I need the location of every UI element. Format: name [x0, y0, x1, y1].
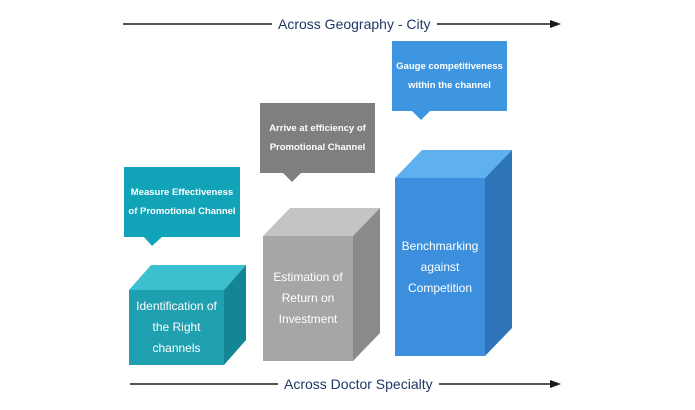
block-text-benchmarking: Benchmarking against Competition — [401, 238, 479, 295]
callout-arrive-efficiency — [260, 103, 375, 182]
callout-text-measure-effectiveness: Measure Effectiveness of Promotional Cha… — [128, 187, 236, 217]
block-text-identification: Identification of the Right channels — [136, 299, 217, 355]
block-identification-side — [224, 265, 246, 365]
block-estimation-side — [353, 208, 380, 361]
callout-gauge-competitiveness — [392, 41, 507, 120]
block-benchmarking-top — [395, 150, 512, 178]
callout-text-arrive-efficiency: Arrive at efficiency of Promotional Chan… — [269, 123, 366, 153]
block-identification — [129, 265, 246, 365]
block-estimation — [263, 208, 380, 361]
block-estimation-front — [263, 236, 353, 361]
block-benchmarking-front — [395, 178, 485, 356]
callout-text-gauge-competitiveness: Gauge competitiveness within the channel — [396, 61, 503, 91]
bottom-axis-label: Across Doctor Specialty — [278, 375, 439, 393]
block-text-estimation: Estimation of Return on Investment — [273, 270, 343, 326]
block-benchmarking-side — [485, 150, 512, 356]
block-benchmarking — [395, 150, 512, 356]
top-axis-label: Across Geography - City — [272, 15, 437, 33]
block-identification-front — [129, 290, 224, 365]
block-estimation-top — [263, 208, 380, 236]
callout-measure-effectiveness — [124, 167, 240, 246]
block-identification-top — [129, 265, 246, 290]
